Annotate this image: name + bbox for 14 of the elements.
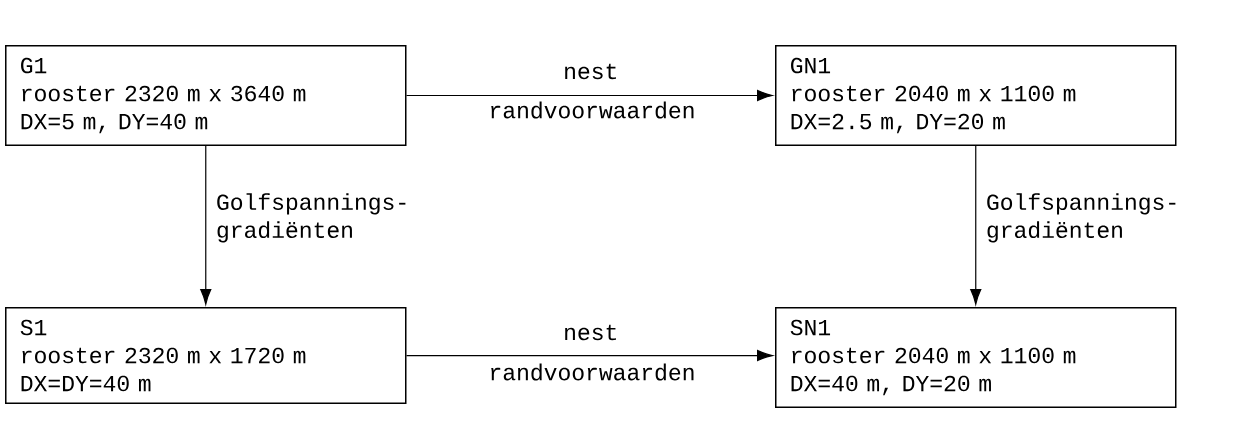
model-box: GN1 rooster 2040 m x 1100 m DX=2.5 m, DY=20 m <box>775 45 1177 146</box>
model-box: S1 rooster 2320 m x 1720 m DX=DY=40 m <box>5 307 407 405</box>
model-box: SN1 rooster 2040 m x 1100 m DX=40 m, DY=20 m <box>775 307 1177 408</box>
model-box: G1 rooster 2320 m x 3640 m DX=5 m, DY=40 m <box>5 45 407 146</box>
annotation: randvoorwaarden <box>491 101 694 119</box>
edge-label: Golfspannings-gradiënten <box>987 193 1176 243</box>
arrow <box>200 145 212 305</box>
arrow <box>405 349 773 362</box>
arrow <box>405 89 773 102</box>
edge-label: nest <box>565 63 616 80</box>
arrow <box>970 145 982 305</box>
annotation: randvoorwaarden <box>491 363 694 381</box>
edge-label: Golfspannings-gradiënten <box>217 193 406 243</box>
edge-label: nest <box>565 324 616 341</box>
